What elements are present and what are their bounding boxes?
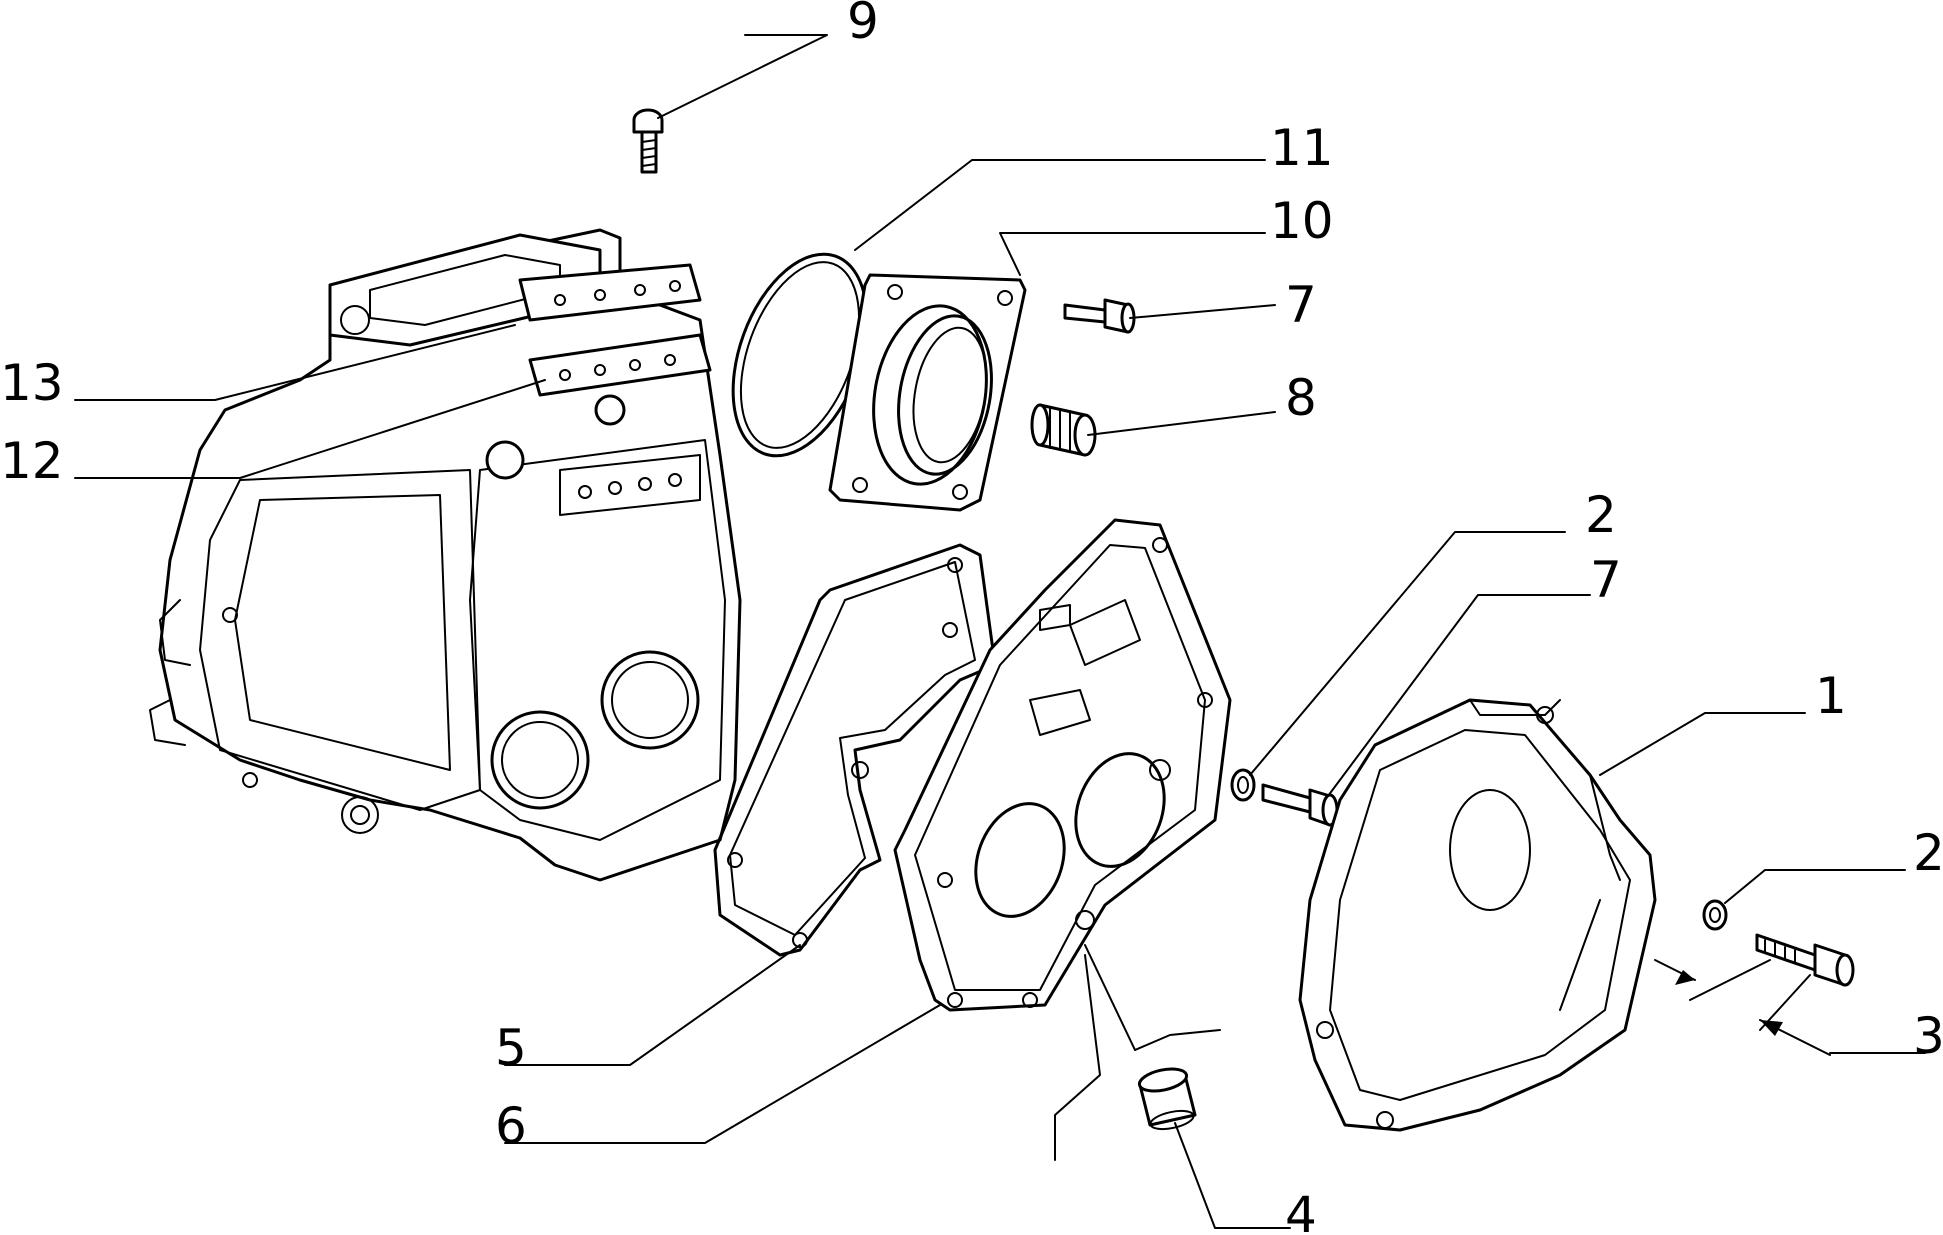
leader-lines bbox=[74, 34, 1926, 1229]
gearbox-housing bbox=[149, 228, 742, 882]
gasket-part-5 bbox=[713, 543, 997, 957]
callout-label-5: 5 bbox=[495, 1019, 527, 1077]
callout-label-11: 11 bbox=[1270, 119, 1334, 177]
length-dimension-part-3 bbox=[1654, 959, 1831, 1056]
plug-part-8 bbox=[1030, 403, 1097, 457]
cover-part-1 bbox=[1298, 698, 1657, 1132]
callout-label-13: 13 bbox=[0, 354, 64, 412]
callout-label-7-lower: 7 bbox=[1590, 551, 1622, 609]
callout-label-12: 12 bbox=[0, 432, 64, 490]
flange-part-10 bbox=[828, 273, 1027, 512]
callout-label-4: 4 bbox=[1285, 1186, 1317, 1235]
callout-label-2-upper: 2 bbox=[1585, 486, 1617, 544]
callout-label-6: 6 bbox=[495, 1097, 527, 1155]
callout-label-9: 9 bbox=[847, 0, 879, 50]
callout-label-10: 10 bbox=[1270, 192, 1334, 250]
callout-label-1: 1 bbox=[1815, 667, 1847, 725]
callout-label-8: 8 bbox=[1285, 369, 1317, 427]
washer-part-2-upper bbox=[1230, 768, 1256, 802]
callout-label-3: 3 bbox=[1913, 1007, 1943, 1065]
dowel-part-4 bbox=[1054, 944, 1221, 1161]
bolt-part-3 bbox=[1755, 933, 1855, 987]
bolt-part-7-top bbox=[1063, 298, 1136, 334]
washer-part-2-lower bbox=[1702, 899, 1728, 931]
callout-label-2-lower: 2 bbox=[1913, 824, 1943, 882]
intermediate-plate-part-6 bbox=[893, 518, 1232, 1012]
gasket-plate-13 bbox=[518, 263, 702, 322]
bolt-part-7-lower bbox=[1261, 783, 1339, 827]
bolt-part-9 bbox=[632, 108, 664, 174]
callout-label-7-top: 7 bbox=[1285, 276, 1317, 334]
